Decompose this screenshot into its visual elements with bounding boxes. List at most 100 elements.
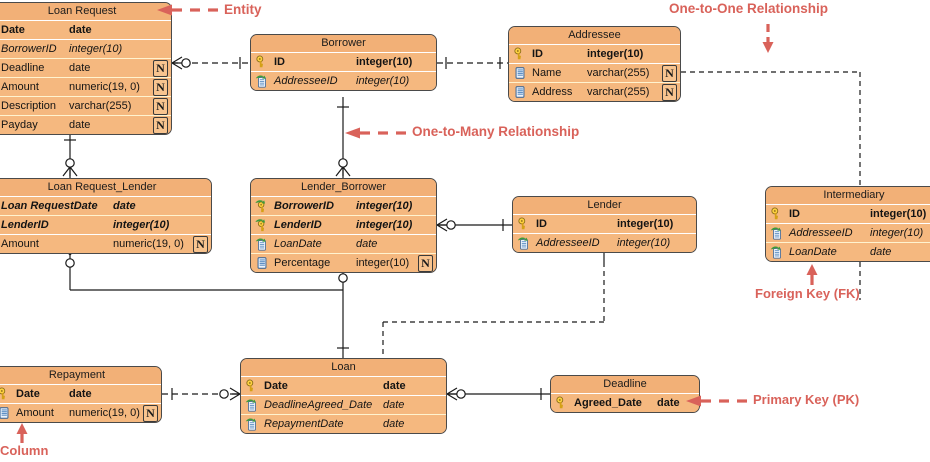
column-type: varchar(255) xyxy=(587,67,650,79)
entity-loan[interactable]: Loan Date date DeadlineAgreed_Date date xyxy=(240,358,447,434)
column-name: BorrowerID xyxy=(1,43,57,55)
table-row[interactable]: Name varchar(255) N xyxy=(509,64,680,83)
entity-loan-request[interactable]: Loan Request Date date BorrowerID intege… xyxy=(0,2,172,135)
table-row[interactable]: BorrowerID integer(10) xyxy=(0,40,171,59)
column-icon xyxy=(0,407,9,419)
table-row[interactable]: ID integer(10) xyxy=(766,205,930,224)
table-row[interactable]: RepaymentDate date xyxy=(241,415,446,433)
annotation-one-to-one: One-to-One Relationship xyxy=(669,1,829,16)
column-name: Date xyxy=(16,388,40,400)
column-type: numeric(19, 0) xyxy=(69,81,140,93)
column-type: integer(10) xyxy=(587,48,644,60)
column-name: Amount xyxy=(16,407,54,419)
fk-icon xyxy=(770,246,781,259)
column-type: integer(10) xyxy=(617,218,674,230)
column-type: date xyxy=(870,246,892,258)
column-type: varchar(255) xyxy=(587,86,650,98)
column-name: Description xyxy=(1,100,57,112)
fk-icon xyxy=(245,399,256,412)
table-row[interactable]: Date date xyxy=(0,385,161,404)
table-row[interactable]: Address varchar(255) N xyxy=(509,83,680,101)
table-row[interactable]: ID integer(10) xyxy=(509,45,680,64)
table-row[interactable]: Amount numeric(19, 0) N xyxy=(0,404,161,422)
column-type: integer(10) xyxy=(356,257,410,269)
column-name: LenderID xyxy=(1,219,49,231)
column-name: ID xyxy=(274,56,285,68)
column-name: Deadline xyxy=(1,62,45,74)
table-row[interactable]: AddresseeID integer(10) xyxy=(766,224,930,243)
column-icon xyxy=(257,257,267,269)
table-row[interactable]: AddresseeID integer(10) xyxy=(513,234,696,252)
not-null-icon: N xyxy=(143,405,158,422)
fk-pk-icon xyxy=(255,200,266,213)
not-null-icon: N xyxy=(662,84,677,101)
column-name: RepaymentDate xyxy=(264,418,344,430)
column-type: integer(10) xyxy=(356,75,410,87)
fk-icon xyxy=(255,75,266,88)
entity-deadline[interactable]: Deadline Agreed_Date date xyxy=(550,375,700,413)
fk-icon xyxy=(517,237,528,250)
entity-lender[interactable]: Lender ID integer(10) AddresseeID intege… xyxy=(512,196,697,253)
table-row[interactable]: DeadlineAgreed_Date date xyxy=(241,396,446,415)
column-type: date xyxy=(113,200,136,212)
column-type: integer(10) xyxy=(870,208,927,220)
not-null-icon: N xyxy=(153,117,168,134)
entity-intermediary[interactable]: Intermediary ID integer(10) AddresseeID … xyxy=(765,186,930,262)
table-row[interactable]: Percentage integer(10) N xyxy=(251,254,436,272)
column-type: varchar(255) xyxy=(69,100,132,112)
table-row[interactable]: Date date xyxy=(241,377,446,396)
column-name: Percentage xyxy=(274,257,331,269)
table-row[interactable]: Payday date N xyxy=(0,116,171,134)
pk-key-icon xyxy=(0,387,6,400)
entity-title: Loan Request_Lender xyxy=(0,179,211,197)
table-row[interactable]: Amount numeric(19, 0) N xyxy=(0,78,171,97)
fk-pk-icon xyxy=(255,219,266,232)
table-row[interactable]: BorrowerID integer(10) xyxy=(251,197,436,216)
entity-addressee[interactable]: Addressee ID integer(10) Name varchar(25… xyxy=(508,26,681,102)
column-name: Agreed_Date xyxy=(574,397,642,409)
column-name: AddresseeID xyxy=(274,75,338,87)
entity-title: Loan Request xyxy=(0,3,171,21)
table-row[interactable]: LenderID integer(10) xyxy=(251,216,436,235)
table-row[interactable]: ID integer(10) xyxy=(513,215,696,234)
column-type: date xyxy=(356,238,378,250)
column-name: BorrowerID xyxy=(274,200,334,212)
not-null-icon: N xyxy=(153,98,168,115)
column-type: date xyxy=(69,119,91,131)
column-name: Address xyxy=(532,86,573,98)
entity-loan-request-lender[interactable]: Loan Request_Lender Loan RequestDate dat… xyxy=(0,178,212,254)
entity-repayment[interactable]: Repayment Date date Amount numeric(19, 0… xyxy=(0,366,162,423)
entity-lender-borrower[interactable]: Lender_Borrower BorrowerID integer(10) L… xyxy=(250,178,437,273)
table-row[interactable]: Agreed_Date date xyxy=(551,394,699,412)
table-row[interactable]: LoanDate date xyxy=(251,235,436,254)
entity-title: Borrower xyxy=(251,35,436,53)
table-row[interactable]: Description varchar(255) N xyxy=(0,97,171,116)
column-type: date xyxy=(69,388,92,400)
table-row[interactable]: LenderID integer(10) xyxy=(0,216,211,235)
column-type: date xyxy=(69,24,92,36)
column-name: ID xyxy=(536,218,547,230)
table-row[interactable]: LoanDate date xyxy=(766,243,930,261)
fk-icon xyxy=(245,418,256,431)
not-null-icon: N xyxy=(153,79,168,96)
annotation-one-to-many: One-to-Many Relationship xyxy=(412,124,580,139)
table-row[interactable]: Loan RequestDate date xyxy=(0,197,211,216)
table-row[interactable]: Date date xyxy=(0,21,171,40)
table-row[interactable]: AddresseeID integer(10) xyxy=(251,72,436,90)
entity-borrower[interactable]: Borrower ID integer(10) AddresseeID inte… xyxy=(250,34,437,91)
column-name: Date xyxy=(1,24,25,36)
table-row[interactable]: Amount numeric(19, 0) N xyxy=(0,235,211,253)
column-name: ID xyxy=(789,208,800,220)
column-type: date xyxy=(657,397,680,409)
column-name: ID xyxy=(532,48,543,60)
column-name: Amount xyxy=(1,238,39,250)
column-type: date xyxy=(383,399,405,411)
pk-key-icon xyxy=(514,47,522,60)
column-type: date xyxy=(69,62,91,74)
table-row[interactable]: ID integer(10) xyxy=(251,53,436,72)
table-row[interactable]: Deadline date N xyxy=(0,59,171,78)
column-name: LoanDate xyxy=(789,246,837,258)
